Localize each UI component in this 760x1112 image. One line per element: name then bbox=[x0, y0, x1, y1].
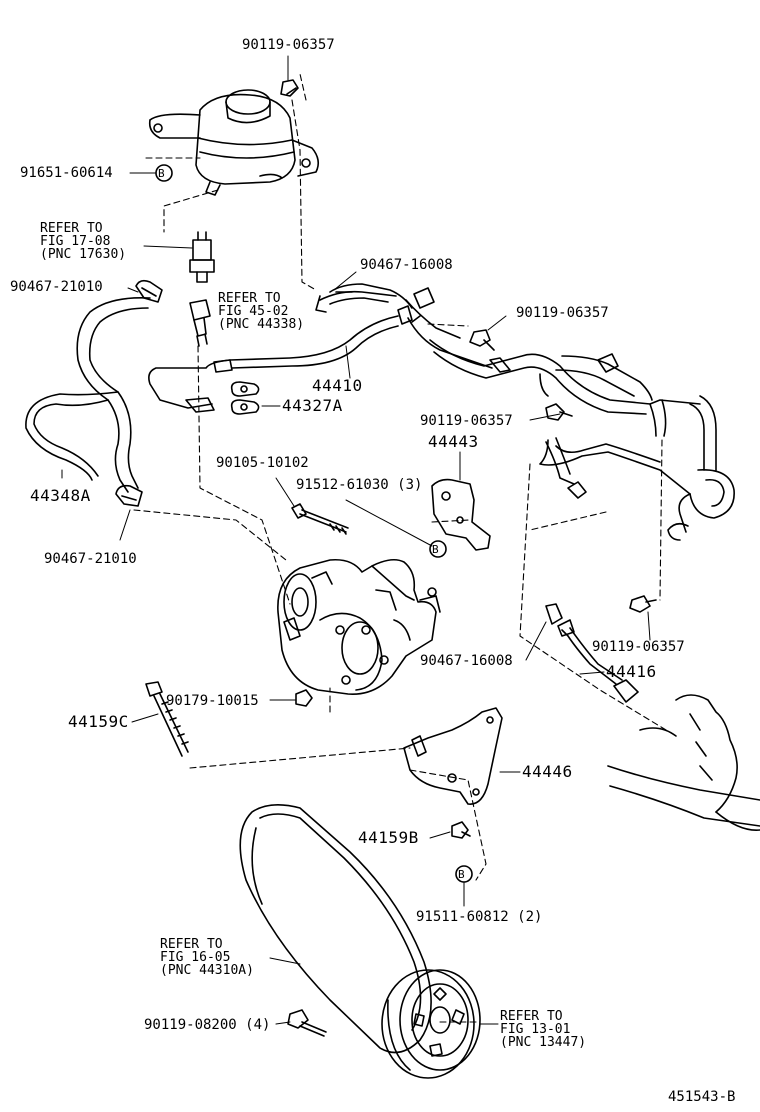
bolt-icon bbox=[451, 821, 471, 839]
part-label-90105-10102: 90105-10102 bbox=[216, 455, 309, 471]
part-label-90119-06357: 90119-06357 bbox=[516, 305, 609, 321]
pressure-tube bbox=[148, 290, 493, 413]
ref-line: FIG 17-08 bbox=[40, 234, 111, 249]
bracket-44443 bbox=[431, 478, 491, 551]
clamp-icon bbox=[135, 279, 163, 303]
part-label-91511-60812: 91511-60812 (2) bbox=[416, 909, 543, 925]
part-label-90467-16008: 90467-16008 bbox=[420, 653, 513, 669]
leader-lines bbox=[61, 55, 651, 1025]
part-label-90119-06357: 90119-06357 bbox=[242, 37, 335, 53]
part-label-44443: 44443 bbox=[428, 432, 479, 451]
part-label-44410: 44410 bbox=[312, 376, 363, 395]
hose-bundle-right bbox=[429, 339, 735, 541]
diagram-id: 451543-B bbox=[668, 1089, 736, 1105]
stud-bolt-icon bbox=[145, 681, 189, 757]
ref-line: FIG 13-01 bbox=[500, 1022, 571, 1037]
ref-line: FIG 16-05 bbox=[160, 950, 231, 965]
part-label-91512-61030: 91512-61030 (3) bbox=[296, 477, 423, 493]
part-label-90467-16008: 90467-16008 bbox=[360, 257, 453, 273]
part-label-90119-06357: 90119-06357 bbox=[592, 639, 685, 655]
ref-line: FIG 45-02 bbox=[218, 304, 289, 319]
return-hose bbox=[25, 296, 151, 493]
bracket-44446 bbox=[403, 707, 503, 805]
marker-b-label: B bbox=[458, 868, 465, 881]
clamp-icon bbox=[545, 603, 563, 625]
part-label-90467-21010: 90467-21010 bbox=[44, 551, 137, 567]
ref-line: REFER TO bbox=[160, 937, 223, 952]
pressure-tube-44416 bbox=[557, 619, 639, 703]
through-bolt-icon bbox=[291, 503, 349, 535]
bolt-icon bbox=[469, 329, 495, 351]
bolt-top-icon bbox=[280, 79, 299, 97]
part-label-90467-21010: 90467-21010 bbox=[10, 279, 103, 295]
part-label-44348a: 44348A bbox=[30, 486, 91, 505]
ref-line: (PNC 13447) bbox=[500, 1035, 587, 1050]
supply-hose bbox=[329, 283, 461, 339]
bolt-icon bbox=[545, 403, 573, 421]
drive-belt bbox=[239, 804, 432, 1054]
part-label-44327a: 44327A bbox=[282, 396, 343, 415]
assembly-guide-lines bbox=[133, 73, 677, 1023]
part-label-44159c: 44159C bbox=[68, 712, 129, 731]
reference-note-fig-17-08: REFER TO FIG 17-08 (PNC 17630) bbox=[40, 222, 126, 261]
nut-icon bbox=[295, 689, 313, 707]
union-fitting-icon bbox=[189, 299, 211, 347]
marker-b-label: B bbox=[432, 543, 439, 556]
gasket-washer-icon bbox=[230, 381, 260, 415]
ref-line: (PNC 44310A) bbox=[160, 963, 254, 978]
part-label-44159b: 44159B bbox=[358, 828, 419, 847]
reference-note-fig-16-05: REFER TO FIG 16-05 (PNC 44310A) bbox=[160, 938, 254, 977]
reservoir-tank bbox=[148, 89, 320, 196]
reference-note-fig-45-02: REFER TO FIG 45-02 (PNC 44338) bbox=[218, 292, 304, 331]
ref-line: REFER TO bbox=[500, 1009, 563, 1024]
pressure-switch-icon bbox=[189, 231, 215, 283]
ref-line: (PNC 44338) bbox=[218, 317, 305, 332]
part-label-44446: 44446 bbox=[522, 762, 573, 781]
part-label-44416: 44416 bbox=[606, 662, 657, 681]
ref-line: REFER TO bbox=[40, 221, 103, 236]
ref-line: REFER TO bbox=[218, 291, 281, 306]
part-label-90119-06357: 90119-06357 bbox=[420, 413, 513, 429]
part-label-90119-08200: 90119-08200 (4) bbox=[144, 1017, 271, 1033]
part-label-91651-60614: 91651-60614 bbox=[20, 165, 113, 181]
bolt-icon bbox=[629, 595, 657, 613]
ref-line: (PNC 17630) bbox=[40, 247, 127, 262]
return-tube bbox=[539, 437, 691, 499]
power-steering-pump bbox=[277, 558, 441, 695]
crankshaft-pulley bbox=[381, 969, 481, 1079]
steering-gear-housing bbox=[607, 694, 760, 831]
part-label-90179-10015: 90179-10015 bbox=[166, 693, 259, 709]
clamp-icon bbox=[115, 484, 143, 507]
pulley-bolt-icon bbox=[287, 1009, 327, 1037]
marker-b-label: B bbox=[158, 167, 165, 180]
reference-note-fig-13-01: REFER TO FIG 13-01 (PNC 13447) bbox=[500, 1010, 586, 1049]
